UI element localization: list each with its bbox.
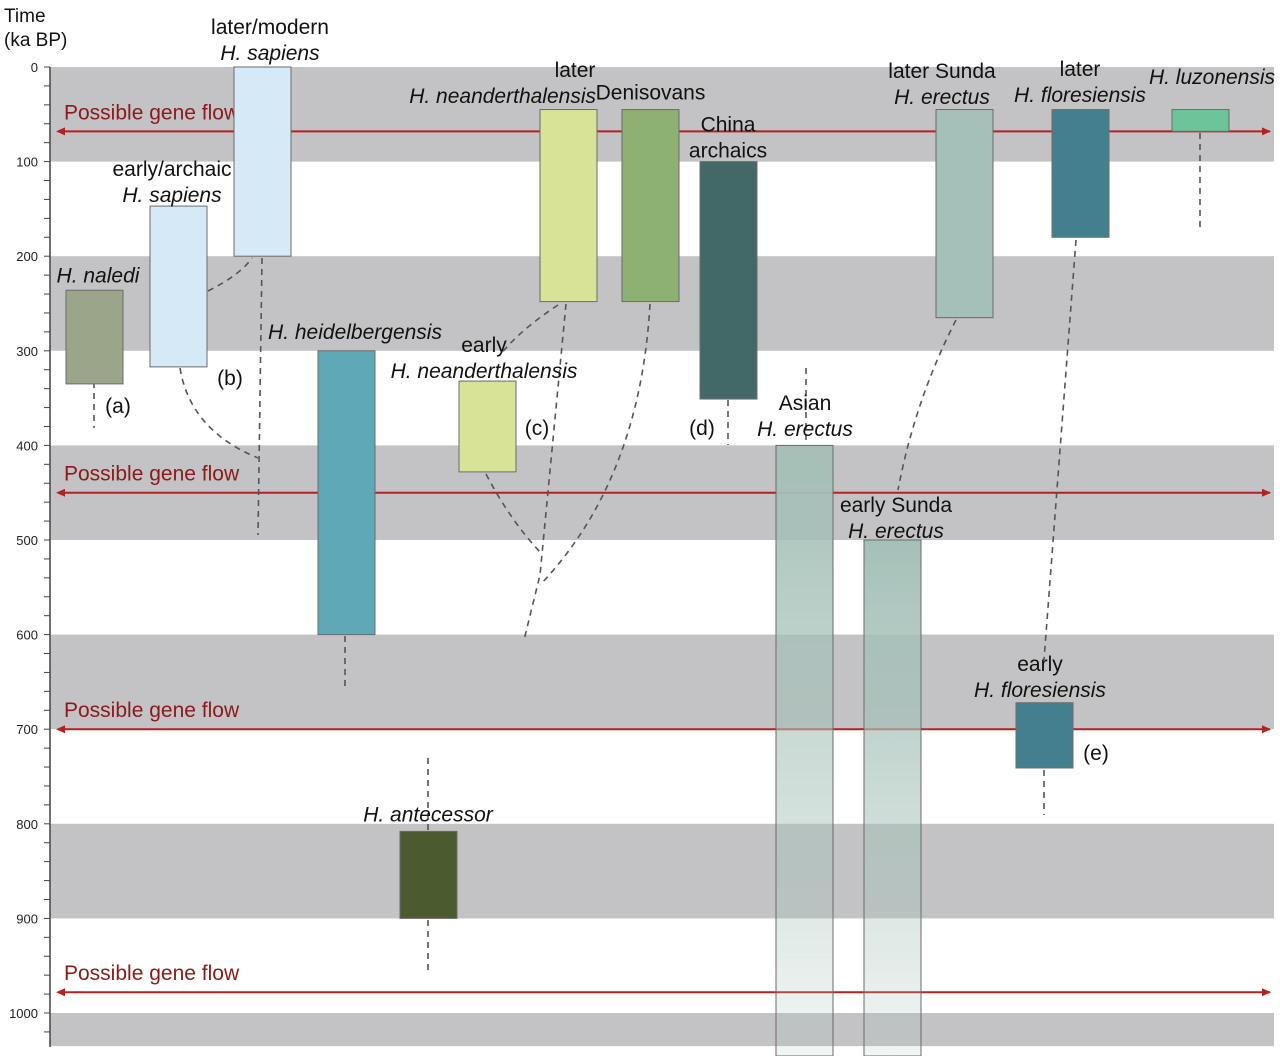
y-tick-label: 700 xyxy=(16,722,38,737)
taxon-bar-luzonensis xyxy=(1171,109,1230,132)
lineage-connector-line xyxy=(539,303,651,586)
gene-flow-label: Possible gene flow xyxy=(64,699,240,722)
annotation-label: (c) xyxy=(525,417,550,440)
taxon-label-antecessor: H. antecessor xyxy=(363,803,494,826)
taxon-bar-heidelbergensis xyxy=(317,350,376,636)
taxon-label-early-sunda-erectus: H. erectus xyxy=(848,520,944,543)
y-axis: 0 100 200 300 400 500 600 700 800 900 1000 Time (ka … xyxy=(4,6,67,1047)
lineage-connector-line xyxy=(179,367,259,459)
y-tick-label: 300 xyxy=(16,344,38,359)
y-tick-label: 200 xyxy=(16,249,38,264)
taxon-label-china-archaics: archaics xyxy=(689,140,767,163)
taxon-label-later-neanderthalensis: H. neanderthalensis xyxy=(409,85,596,108)
taxon-label-early-floresiensis: early xyxy=(1017,653,1063,676)
lineage-connector-line xyxy=(897,319,957,491)
taxon-bar-naledi xyxy=(65,289,124,385)
taxon-labels: H. naledi (a) early/archaic H. sapiens (b) la… xyxy=(57,16,1276,826)
y-axis-title: (ka BP) xyxy=(4,30,67,51)
taxon-label-asian-erectus: Asian xyxy=(779,392,832,415)
taxon-label-naledi: H. naledi xyxy=(57,264,141,287)
taxon-label-later-sapiens: H. sapiens xyxy=(220,42,320,65)
lineage-connector-line xyxy=(485,473,541,553)
taxon-bar-early-sunda-erectus xyxy=(863,539,922,1056)
taxon-label-early-neanderthalensis: early xyxy=(461,334,507,357)
taxon-bar-early-sapiens xyxy=(149,205,208,368)
lineage-connector-line xyxy=(499,304,559,356)
taxon-label-later-floresiensis: H. floresiensis xyxy=(1014,84,1146,107)
taxon-label-early-floresiensis: H. floresiensis xyxy=(974,679,1106,702)
taxon-bar-china-archaics xyxy=(699,161,758,400)
annotation-label: (a) xyxy=(105,395,131,418)
taxon-label-china-archaics: China xyxy=(701,114,756,137)
y-tick-label: 1000 xyxy=(9,1006,38,1021)
taxon-label-luzonensis: H. luzonensis xyxy=(1149,66,1276,89)
taxon-bars xyxy=(65,66,1230,1056)
taxon-bar-early-floresiensis xyxy=(1015,702,1074,769)
taxon-bar-later-floresiensis xyxy=(1051,109,1110,238)
taxon-bar-asian-erectus xyxy=(775,444,834,1056)
lineage-connector-line xyxy=(207,257,253,292)
taxon-label-early-neanderthalensis: H. neanderthalensis xyxy=(391,360,578,383)
y-tick-label: 100 xyxy=(16,155,38,170)
annotation-label: (b) xyxy=(217,367,243,390)
taxon-bar-later-sunda-erectus xyxy=(935,109,994,319)
taxon-label-later-sapiens: later/modern xyxy=(211,16,329,39)
y-tick-label: 0 xyxy=(31,60,38,75)
y-tick-label: 400 xyxy=(16,438,38,453)
y-tick-label: 900 xyxy=(16,911,38,926)
lineage-connectors xyxy=(93,133,1201,970)
taxon-label-heidelbergensis: H. heidelbergensis xyxy=(268,321,442,344)
lineage-connector-line xyxy=(523,303,567,641)
background-band xyxy=(50,823,1274,919)
gene-flow-label: Possible gene flow xyxy=(64,101,240,124)
taxon-label-asian-erectus: H. erectus xyxy=(757,418,853,441)
taxon-label-later-floresiensis: later xyxy=(1060,58,1101,81)
gene-flow-label: Possible gene flow xyxy=(64,463,240,486)
taxon-label-early-sunda-erectus: early Sunda xyxy=(840,494,952,517)
taxon-label-later-sunda-erectus: later Sunda xyxy=(888,60,996,83)
background-bands xyxy=(50,67,1274,1047)
y-axis-title: Time xyxy=(4,6,46,27)
taxon-bar-later-sapiens xyxy=(233,66,292,257)
taxon-bar-antecessor xyxy=(399,830,458,919)
taxon-label-later-sunda-erectus: H. erectus xyxy=(894,86,990,109)
lineage-connector-line xyxy=(257,257,263,536)
annotation-label: (e) xyxy=(1083,742,1109,765)
background-band xyxy=(50,1013,1274,1047)
annotation-label: (d) xyxy=(689,417,715,440)
taxon-label-early-sapiens: early/archaic xyxy=(112,158,231,181)
taxon-bar-later-neanderthalensis xyxy=(539,109,598,303)
taxon-bar-early-neanderthalensis xyxy=(458,380,517,473)
y-tick-label: 600 xyxy=(16,628,38,643)
taxon-label-later-neanderthalensis: later xyxy=(555,59,596,82)
gene-flow-label: Possible gene flow xyxy=(64,962,240,985)
taxon-bar-denisovans xyxy=(621,109,680,303)
y-tick-label: 500 xyxy=(16,533,38,548)
taxon-label-denisovans: Denisovans xyxy=(596,82,706,105)
y-tick-label: 800 xyxy=(16,817,38,832)
taxon-label-early-sapiens: H. sapiens xyxy=(122,184,222,207)
lineage-connector-line xyxy=(1043,239,1077,661)
